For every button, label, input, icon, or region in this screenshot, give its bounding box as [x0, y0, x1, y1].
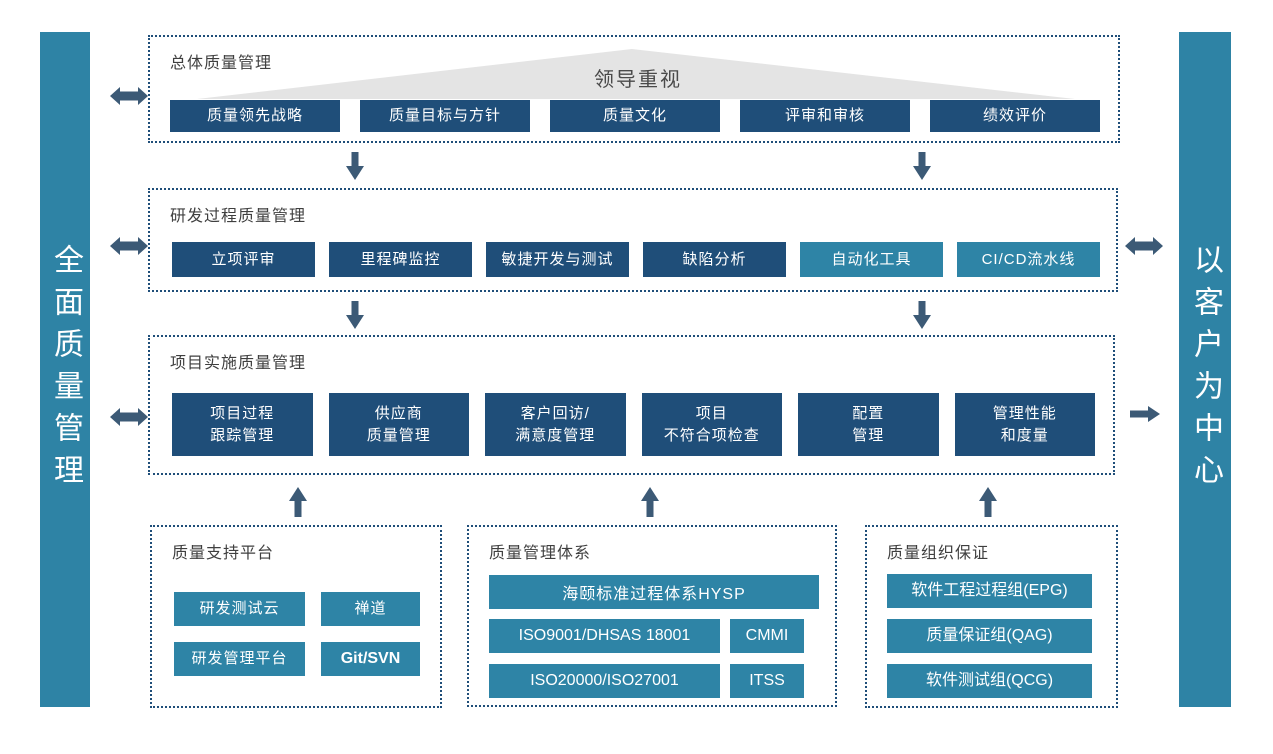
section-dev-process-quality: 研发过程质量管理 立项评审里程碑监控敏捷开发与测试缺陷分析自动化工具 CI/CD流…: [148, 188, 1118, 292]
chip: 立项评审: [172, 242, 315, 277]
right-arrow-icon: [1130, 406, 1160, 422]
hysp-headline-chip: 海颐标准过程体系HYSP: [489, 575, 819, 609]
down-arrow-icon: [346, 301, 364, 329]
up-arrow-icon: [641, 487, 659, 517]
section-title: 质量组织保证: [887, 545, 990, 562]
chip: ITSS: [730, 664, 804, 698]
left-right-arrow-icon: [110, 87, 148, 105]
left-right-arrow-icon: [1125, 237, 1163, 255]
right-banner: 以客户为中心: [1179, 32, 1231, 707]
chip: 项目 不符合项检查: [641, 393, 782, 456]
support-chip-grid: 研发测试云禅道研发管理平台 Git/SVN: [174, 592, 420, 676]
left-right-arrow-icon: [110, 408, 148, 426]
section-project-impl-quality: 项目实施质量管理 项目过程 跟踪管理供应商 质量管理客户回访/ 满意度管理项目 …: [148, 335, 1115, 475]
down-arrow-icon: [913, 301, 931, 329]
chip: 项目过程 跟踪管理: [172, 393, 313, 456]
impl-chip-row: 项目过程 跟踪管理供应商 质量管理客户回访/ 满意度管理项目 不符合项检查配置 …: [172, 393, 1095, 456]
up-arrow-icon: [979, 487, 997, 517]
chip: 客户回访/ 满意度管理: [485, 393, 626, 456]
left-banner: 全面质量管理: [40, 32, 90, 707]
down-arrow-icon: [913, 152, 931, 180]
chip: 研发管理平台: [174, 642, 305, 676]
chip: 配置 管理: [798, 393, 939, 456]
chip: 绩效评价: [930, 100, 1100, 132]
chip: 缺陷分析: [643, 242, 786, 277]
chip: ISO9001/DHSAS 18001: [489, 619, 720, 653]
section-title: 研发过程质量管理: [170, 208, 307, 225]
section-title: 质量支持平台: [172, 545, 275, 562]
leadership-triangle-shape: [197, 49, 1075, 99]
section-org-assurance: 质量组织保证 软件工程过程组(EPG) 质量保证组(QAG) 软件测试组(QCG): [865, 525, 1118, 708]
chip: 禅道: [321, 592, 420, 626]
chip: 管理性能 和度量: [954, 393, 1095, 456]
chip: ISO20000/ISO27001: [489, 664, 720, 698]
chip: 评审和审核: [740, 100, 910, 132]
section-title: 总体质量管理: [170, 55, 273, 72]
chip: 研发测试云: [174, 592, 305, 626]
dev-chip-row: 立项评审里程碑监控敏捷开发与测试缺陷分析自动化工具 CI/CD流水线: [172, 242, 1100, 277]
org-chip-list: 软件工程过程组(EPG) 质量保证组(QAG) 软件测试组(QCG): [887, 574, 1092, 698]
section-title: 质量管理体系: [489, 545, 592, 562]
chip: 质量目标与方针: [360, 100, 530, 132]
leadership-label: 领导重视: [594, 69, 682, 91]
left-right-arrow-icon: [110, 237, 148, 255]
section-title: 项目实施质量管理: [170, 355, 307, 372]
chip: Git/SVN: [321, 642, 420, 676]
chip: 质量保证组(QAG): [887, 619, 1092, 653]
system-chip-grid: ISO9001/DHSAS 18001 CMMI ISO20000/ISO27001…: [489, 619, 804, 698]
section-quality-system: 质量管理体系 海颐标准过程体系HYSP ISO9001/DHSAS 18001 C…: [467, 525, 837, 707]
right-banner-text: 以客户为中心: [1189, 243, 1222, 496]
overall-chip-row: 质量领先战略质量目标与方针质量文化评审和审核绩效评价: [170, 100, 1100, 132]
chip: 质量领先战略: [170, 100, 340, 132]
chip: 软件测试组(QCG): [887, 664, 1092, 698]
section-support-platform: 质量支持平台 研发测试云禅道研发管理平台 Git/SVN: [150, 525, 442, 708]
chip: CMMI: [730, 619, 804, 653]
up-arrow-icon: [289, 487, 307, 517]
chip: 软件工程过程组(EPG): [887, 574, 1092, 608]
chip: 供应商 质量管理: [328, 393, 469, 456]
down-arrow-icon: [346, 152, 364, 180]
chip: CI/CD流水线: [957, 242, 1100, 277]
section-overall-quality: 总体质量管理 领导重视 质量领先战略质量目标与方针质量文化评审和审核绩效评价: [148, 35, 1120, 143]
chip: 里程碑监控: [329, 242, 472, 277]
chip: 敏捷开发与测试: [486, 242, 629, 277]
chip: 质量文化: [550, 100, 720, 132]
left-banner-text: 全面质量管理: [49, 243, 82, 496]
chip: 自动化工具: [800, 242, 943, 277]
